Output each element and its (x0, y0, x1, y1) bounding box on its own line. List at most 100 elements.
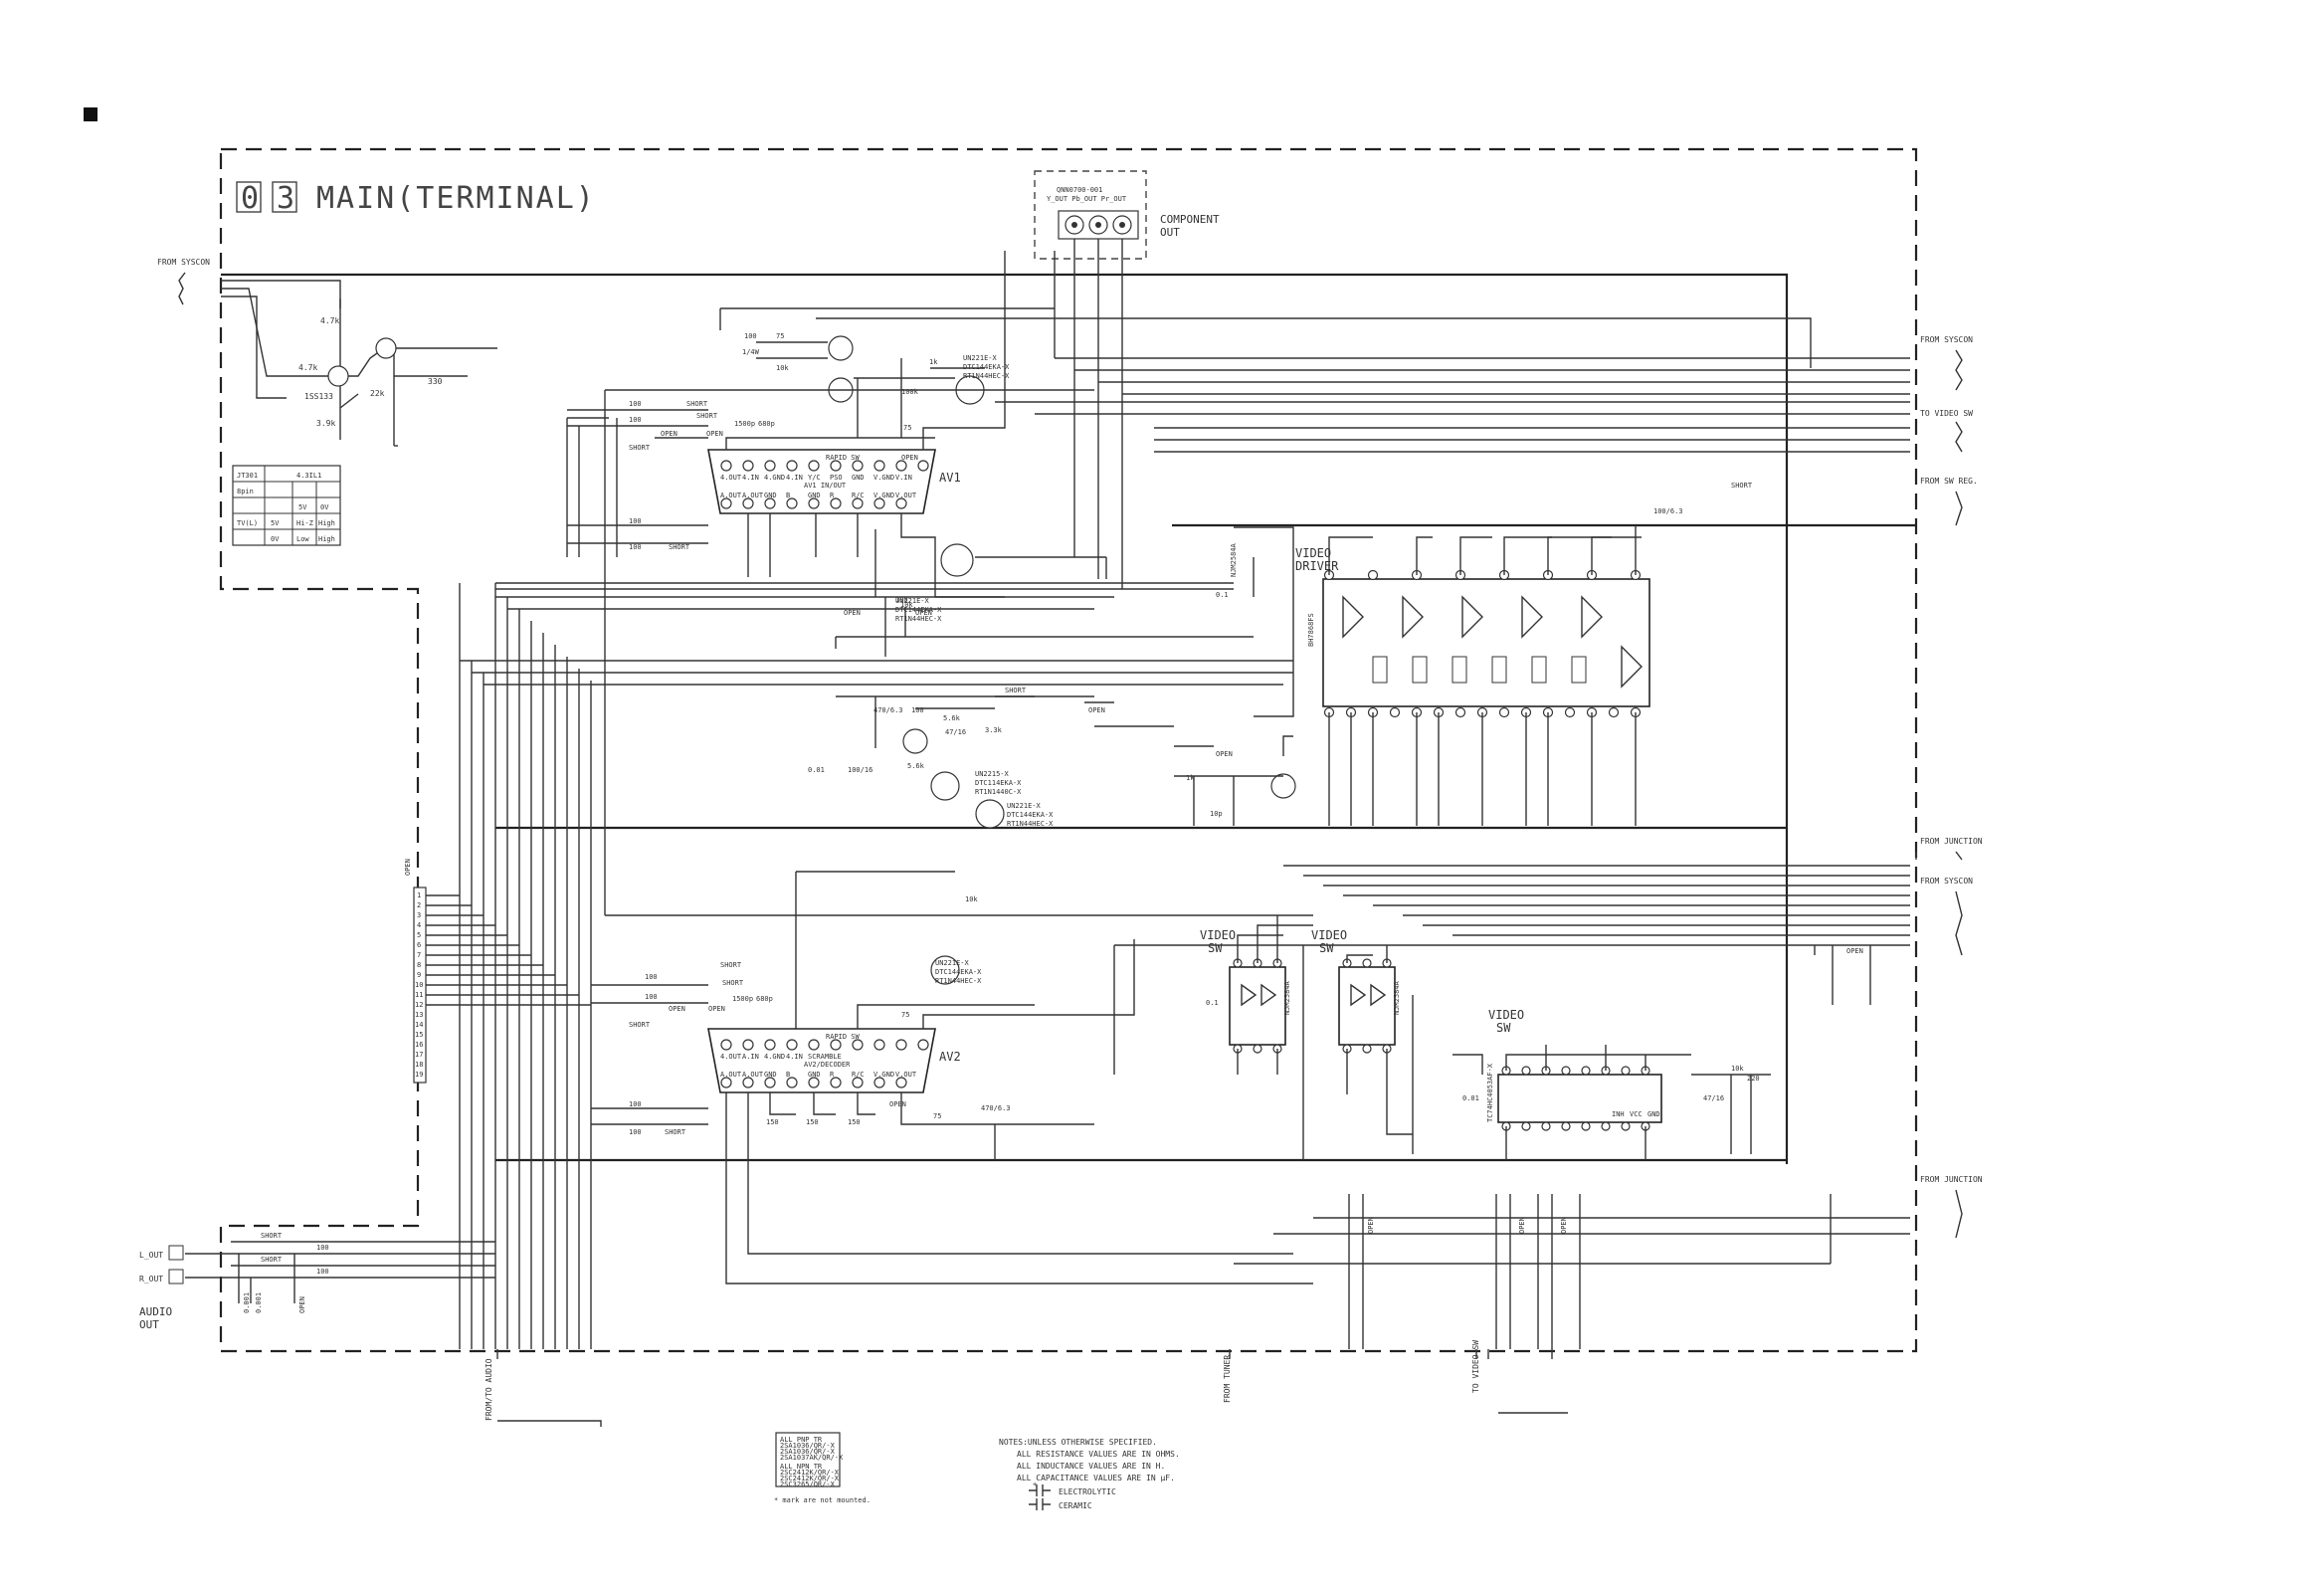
svg-text:4: 4 (417, 921, 421, 929)
transistor-label: RT1N44HEC-X (1007, 820, 1054, 828)
svg-text:R/C: R/C (852, 492, 865, 499)
jumper-table-cell: 8pin (237, 488, 254, 495)
mid-circuit (836, 695, 1293, 826)
jumper-short-a: SHORT (686, 400, 708, 408)
svg-text:2SC2412K/QR/-X: 2SC2412K/QR/-X (780, 1475, 840, 1482)
video-sw-3-block: VIDEO SW TC74HC4053AF-X INH VCC GND (1486, 1008, 1662, 1131)
jumper-open-o: OPEN (298, 1296, 306, 1313)
audio-out-r: R_OUT (139, 1275, 163, 1284)
ic-video-driver-buffer: NJM2584A (1230, 542, 1238, 577)
transistor-label: UN2215-X (975, 770, 1010, 778)
av2-pin-labels: 4.OUT A.IN 4.GND 4.IN SCRAMBLE A.OUT A.O… (720, 1053, 917, 1079)
resistor-power-rating: 1/4W (742, 348, 760, 356)
jumper-open-c: OPEN (901, 454, 918, 462)
resistor-100-e: 100 (744, 332, 757, 340)
notes-line-3: ALL CAPACITANCE VALUES ARE IN µF. (1017, 1474, 1175, 1482)
jumper-open-l: OPEN (1367, 1217, 1375, 1234)
transistor-label: RT1N44HEC-X (935, 977, 982, 985)
component-out-jacks: Y_OUT Pb_OUT Pr_OUT (1047, 195, 1127, 203)
svg-text:GND: GND (808, 492, 821, 499)
jumper-table: JT301 4.3IL1 8pin 5V 0V TV(L) 5V Hi-Z Hi… (232, 465, 341, 546)
label-open-vertical: OPEN (404, 859, 412, 876)
av1-rapid: RAPID SW (826, 454, 861, 462)
cap-0-001-a: 0.001 (243, 1292, 251, 1313)
component-out-label-1: COMPONENT (1160, 213, 1220, 226)
resistor-10k-b: 10k (900, 601, 913, 609)
label-from-syscon-right: FROM SYSCON (1920, 335, 1973, 344)
svg-text:V.GND: V.GND (873, 492, 894, 499)
svg-text:A.OUT: A.OUT (742, 492, 764, 499)
cap-47-16-a: 47/16 (945, 728, 966, 736)
transistor-label: DTC144EKA-X (895, 606, 942, 614)
jumper-short-j: SHORT (665, 1128, 686, 1136)
resistor-150-c: 150 (848, 1118, 861, 1126)
jumper-table-cell: 5V (271, 519, 280, 527)
notes-ceramic: CERAMIC (1059, 1501, 1092, 1510)
av1-components (567, 251, 1006, 597)
resistor-100-m: 100 (316, 1268, 329, 1276)
svg-text:4.IN: 4.IN (786, 474, 803, 482)
cap-47-16-b: 47/16 (1703, 1094, 1724, 1102)
jumper-short-f: SHORT (1731, 482, 1753, 490)
video-sw-3-pin-label: VCC (1630, 1110, 1643, 1118)
av2-label: AV2 (939, 1050, 961, 1064)
cap-680p: 680p (758, 420, 775, 428)
av2-sub: AV2/DECODER (804, 1061, 851, 1069)
label-to-video-sw-right: TO VIDEO SW (1920, 409, 1973, 418)
svg-text:10: 10 (415, 981, 423, 989)
svg-text:2SA1036/QR/-X: 2SA1036/QR/-X (780, 1442, 836, 1450)
resistor-1k-b: 1k (1186, 774, 1195, 782)
svg-text:4.OUT: 4.OUT (720, 1053, 742, 1061)
label-from-syscon-left: FROM SYSCON (157, 258, 210, 267)
svg-text:Y/C: Y/C (808, 474, 821, 482)
transistor-label: UN221E-X (895, 597, 930, 605)
left-syscon-lines (221, 280, 497, 447)
svg-text:V.IN: V.IN (895, 474, 912, 482)
resistor-100-k: 100 (629, 1128, 642, 1136)
svg-text:V.OUT: V.OUT (895, 1071, 917, 1079)
connector-pin-labels: 1 2 3 4 5 6 7 8 9 10 11 12 13 14 15 16 1… (415, 891, 423, 1079)
svg-text:8: 8 (417, 961, 421, 969)
resistor-3-3k: 3.3k (985, 726, 1003, 734)
legend-note: * mark are not mounted. (774, 1496, 871, 1504)
svg-text:16: 16 (415, 1041, 423, 1049)
upper-transistor-wiring (719, 239, 1910, 589)
svg-text:A.OUT: A.OUT (720, 492, 742, 499)
resistor-150-b: 150 (806, 1118, 819, 1126)
ceramic-icon (1029, 1498, 1051, 1510)
svg-text:2: 2 (417, 901, 421, 909)
svg-text:4.IN: 4.IN (742, 474, 759, 482)
jumper-open-b: OPEN (706, 430, 723, 438)
cap-470-6-3-b: 470/6.3 (981, 1104, 1011, 1112)
svg-text:R: R (830, 1071, 835, 1079)
cap-1500p: 1500p (734, 420, 755, 428)
resistor-10k-a: 10k (776, 364, 789, 372)
cap-680p-b: 680p (756, 995, 773, 1003)
jumper-table-cell: Hi-Z (296, 519, 313, 527)
notes-line-2: ALL INDUCTANCE VALUES ARE IN H. (1017, 1462, 1165, 1471)
resistor-100-c: 100 (629, 517, 642, 525)
av1-sub: AV1 IN/OUT (804, 482, 847, 490)
video-sw-2-label-1: VIDEO (1311, 928, 1347, 942)
cap-0-01-b: 0.01 (1462, 1094, 1479, 1102)
svg-text:15: 15 (415, 1031, 423, 1039)
resistor-220: 220 (1747, 1075, 1760, 1083)
resistor-5-6k-b: 5.6k (907, 762, 925, 770)
video-sw-3-ic: TC74HC4053AF-X (1486, 1063, 1494, 1122)
cap-0-001-b: 0.001 (255, 1292, 263, 1313)
jumper-short-i: SHORT (629, 1021, 651, 1029)
jumper-open-n: OPEN (1560, 1217, 1568, 1234)
diode-1ss133: 1SS133 (304, 392, 333, 401)
label-from-junction-1: FROM JUNCTION (1920, 837, 1983, 846)
jumper-open-d: OPEN (844, 609, 861, 617)
resistor-75-c: 75 (901, 1011, 909, 1019)
cap-100-16: 100/16 (848, 766, 872, 774)
svg-text:B: B (786, 492, 790, 499)
main-buses (221, 273, 1916, 1164)
video-sw-wiring (1237, 915, 1871, 1160)
label-from-to-audio: FROM/TO AUDIO (484, 1358, 493, 1421)
svg-text:PSO: PSO (830, 474, 843, 482)
jumper-short-l: SHORT (261, 1256, 283, 1264)
av2-rapid: RAPID SW (826, 1033, 861, 1041)
video-driver-inner (1342, 595, 1643, 689)
